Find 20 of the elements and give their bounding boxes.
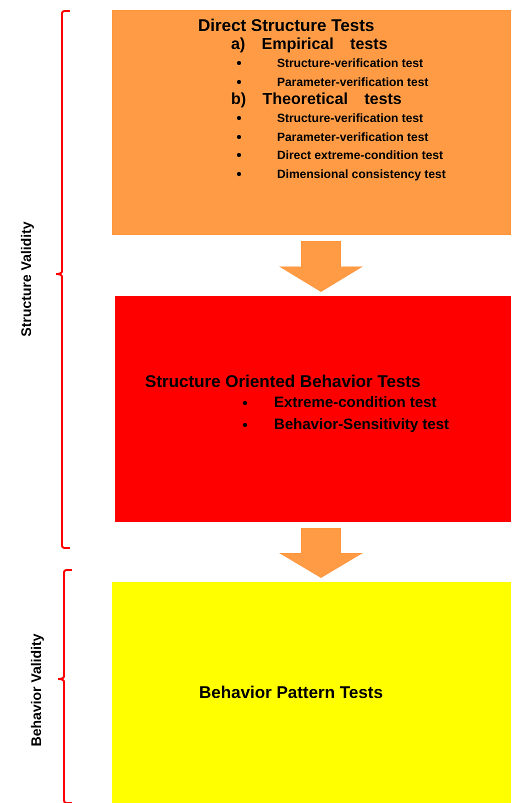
bullet-item: Parameter-verification test [237,72,428,91]
block-arrow [279,241,363,292]
bullet-item: Extreme-condition test [243,392,437,414]
side-label: Structure Validity [18,221,34,337]
side-label: Behavior Validity [28,634,44,746]
subheading: b) Theoretical tests [230,91,402,109]
heading: Behavior Pattern Tests [198,682,383,702]
bullet-item: Dimensional consistency test [237,164,446,183]
heading: Direct Structure Tests [197,16,374,36]
subheading: a) Empirical tests [230,36,388,54]
heading: Structure Oriented Behavior Tests [144,372,421,392]
bullet-item: Behavior-Sensitivity test [243,414,450,436]
bullet-item: Direct extreme-condition test [237,146,444,164]
bullet-item: Parameter-verification test [237,128,428,146]
bullet-item: Structure-verification test [237,54,424,72]
test-box [112,10,511,235]
bullet-item: Structure-verification test [237,109,424,128]
test-box [115,296,511,522]
block-arrow [279,528,363,578]
test-box [112,582,511,803]
